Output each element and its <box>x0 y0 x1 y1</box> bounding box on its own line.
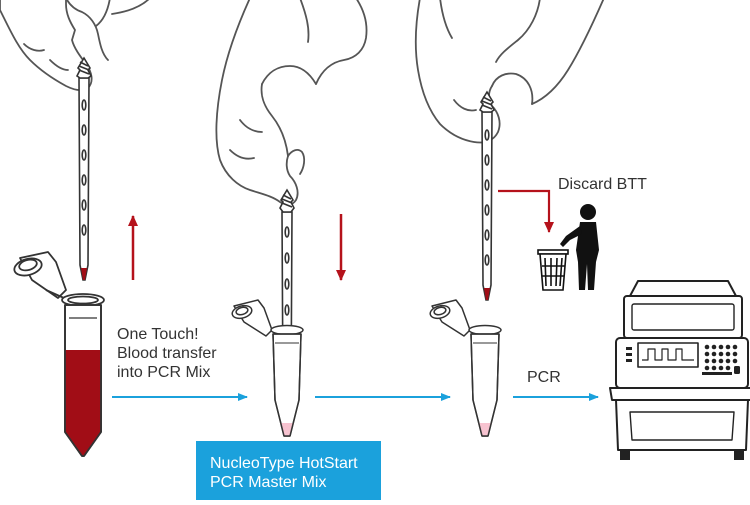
transfer-caption-line-2: Blood transfer <box>117 345 217 362</box>
hand-icon-right <box>414 0 605 144</box>
pcr-tube-icon-2 <box>429 299 502 437</box>
discard-arrow <box>498 189 554 233</box>
transfer-caption-line-3: into PCR Mix <box>117 364 211 381</box>
pcr-caption: PCR <box>527 369 561 386</box>
hand-icon-middle <box>215 0 368 206</box>
transfer-caption-line-1: One Touch! <box>117 326 199 343</box>
product-name-line-1: NucleoType HotStart <box>210 455 358 472</box>
product-badge: NucleoType HotStart PCR Master Mix <box>196 441 381 500</box>
person-trash-icon <box>537 204 599 291</box>
transfer-caption: One Touch! Blood transfer into PCR Mix <box>117 325 217 382</box>
discard-caption: Discard BTT <box>558 176 647 193</box>
blood-transfer-tool-icon-3 <box>478 90 496 301</box>
blood-tube-icon <box>13 251 105 457</box>
thermocycler-icon <box>609 280 750 460</box>
hand-icon-left <box>0 0 150 92</box>
product-name-line-2: PCR Master Mix <box>210 474 327 491</box>
blood-transfer-tool-icon-1 <box>75 56 93 281</box>
pcr-tube-icon-1 <box>231 299 304 437</box>
